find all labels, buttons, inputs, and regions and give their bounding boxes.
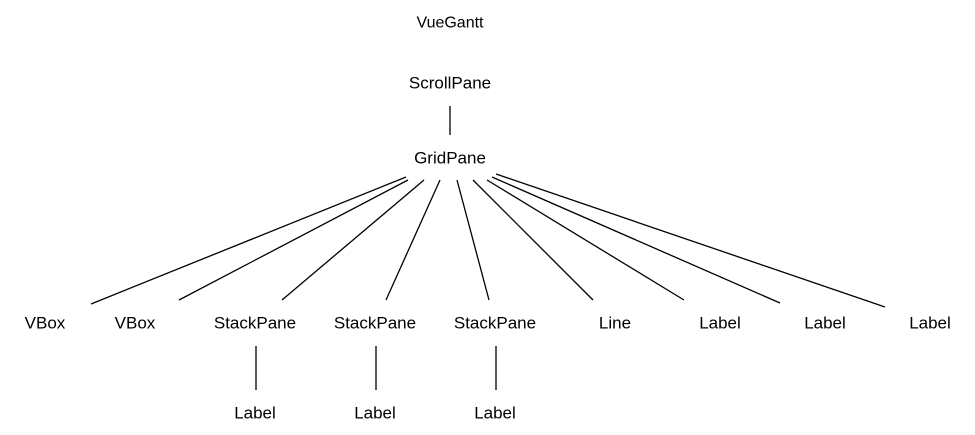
node-gridpane: GridPane (414, 149, 486, 168)
node-stackpane-1-label: Label (234, 404, 276, 423)
edge-gridpane-label-1 (486, 179, 685, 301)
node-stackpane-3-label: Label (474, 404, 516, 423)
edge-gridpane-line (472, 179, 594, 301)
node-line: Line (599, 314, 631, 333)
node-label-3: Label (909, 314, 951, 333)
node-stackpane-2: StackPane (334, 314, 416, 333)
node-stackpane-3: StackPane (454, 314, 536, 333)
edge-gridpane-vbox-1 (90, 176, 407, 305)
edge-gridpane-stackpane-2 (385, 179, 441, 301)
node-scrollpane: ScrollPane (409, 74, 491, 93)
edge-gridpane-stackpane-3 (456, 179, 490, 301)
node-label-1: Label (699, 314, 741, 333)
node-vbox-2: VBox (115, 314, 156, 333)
diagram-title: VueGantt (416, 15, 484, 32)
node-stackpane-1: StackPane (214, 314, 296, 333)
edge-gridpane-label-2 (491, 176, 781, 304)
node-stackpane-2-label: Label (354, 404, 396, 423)
edge-gridpane-vbox-2 (178, 179, 409, 301)
node-vbox-1: VBox (25, 314, 66, 333)
node-label-2: Label (804, 314, 846, 333)
edge-gridpane-stackpane-1 (281, 179, 425, 301)
edge-gridpane-label-3 (495, 173, 886, 308)
